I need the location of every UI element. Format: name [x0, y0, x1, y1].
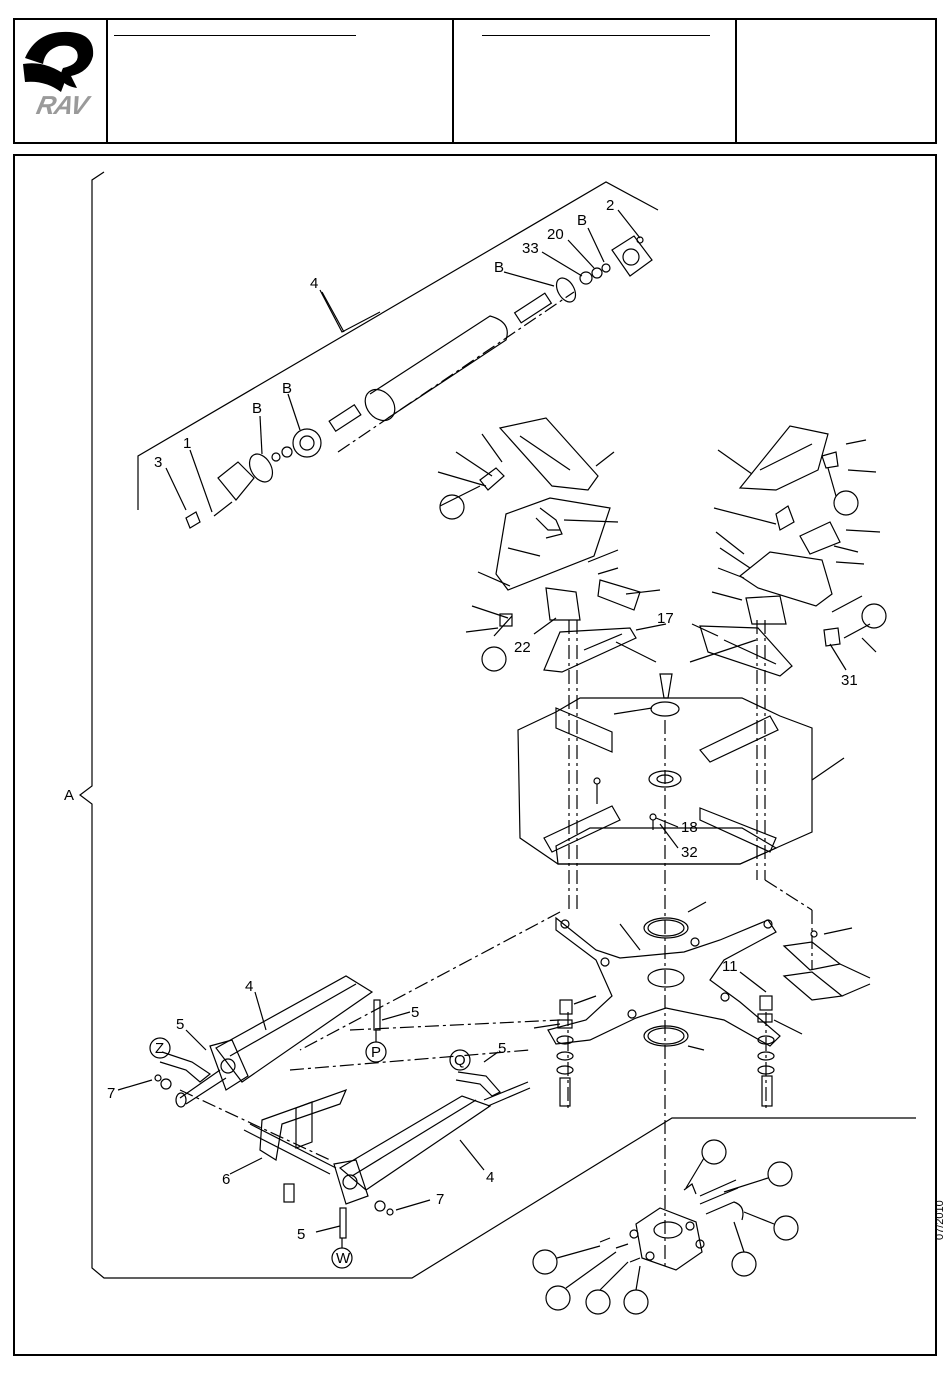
left-slide-pad: [440, 418, 640, 671]
label-5-c: 5: [498, 1040, 506, 1057]
right-cylinder: [334, 1072, 530, 1238]
label-6: 6: [222, 1171, 230, 1188]
label-q: Q: [454, 1052, 466, 1069]
label-20: 20: [547, 226, 564, 243]
label-5-d: 5: [297, 1226, 305, 1243]
centerlines: [180, 620, 812, 1270]
label-z: Z: [155, 1040, 164, 1057]
top-assembly-frame: [138, 182, 658, 510]
label-b-1: B: [252, 400, 262, 417]
label-7-b: 7: [436, 1191, 444, 1208]
label-3: 3: [154, 454, 162, 471]
label-17: 17: [657, 610, 674, 627]
label-22: 22: [514, 639, 531, 656]
label-2: 2: [606, 197, 614, 214]
label-4-left: 4: [245, 978, 253, 995]
label-b-4: B: [577, 212, 587, 229]
center-bracket: [230, 1090, 346, 1202]
label-32: 32: [681, 844, 698, 861]
label-p: P: [371, 1044, 381, 1061]
label-7-a: 7: [107, 1085, 115, 1102]
label-group-a: A: [64, 787, 74, 804]
label-4-top: 4: [310, 275, 318, 292]
bolt-stacks: [534, 972, 802, 1106]
label-b-3: B: [494, 259, 504, 276]
label-5-b: 5: [411, 1004, 419, 1021]
label-w: W: [336, 1250, 351, 1267]
label-31: 31: [841, 672, 858, 689]
rotary-union: [600, 1180, 743, 1270]
label-5-a: 5: [176, 1016, 184, 1033]
shims: [784, 928, 870, 1000]
label-1: 1: [183, 435, 191, 452]
label-b-2: B: [282, 380, 292, 397]
sliding-plates: [544, 624, 792, 676]
label-18: 18: [681, 819, 698, 836]
label-33: 33: [522, 240, 539, 257]
label-11: 11: [722, 958, 738, 975]
top-cylinder: [186, 236, 652, 528]
leaders-top: [166, 210, 640, 512]
group-a-bracket: [80, 172, 916, 1278]
right-slide-pad: [740, 426, 886, 646]
label-4-right: 4: [486, 1169, 494, 1186]
